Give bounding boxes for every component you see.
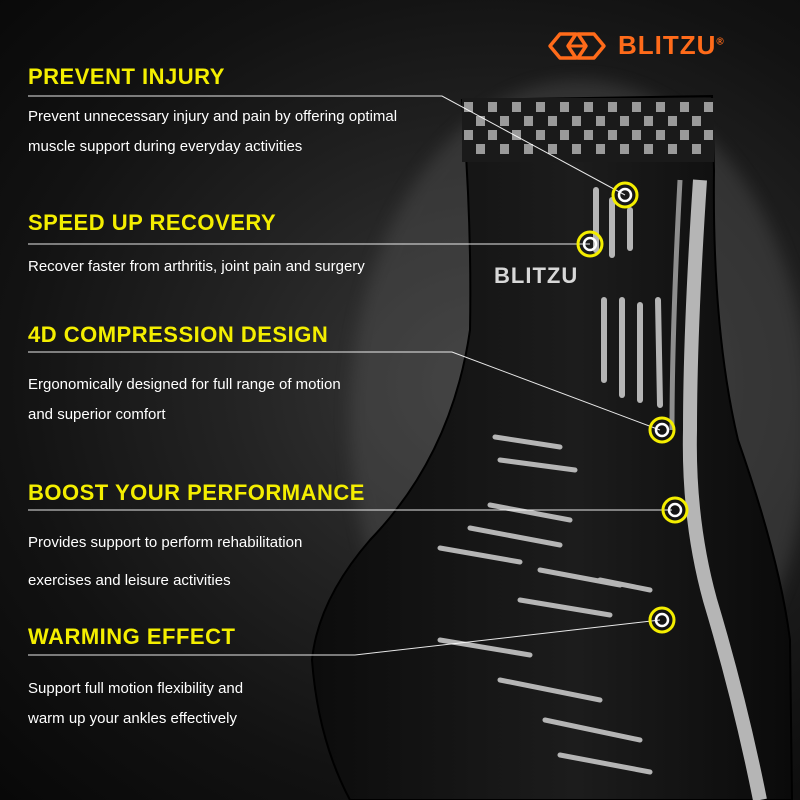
band-square <box>476 144 485 154</box>
band-square <box>584 102 593 112</box>
blitzu-logo-icon <box>548 31 606 60</box>
band-square <box>632 102 641 112</box>
band-square <box>704 102 713 112</box>
band-square <box>608 102 617 112</box>
feature-desc-4d-compression: Ergonomically designed for full range of… <box>28 370 341 430</box>
band-square <box>668 116 677 126</box>
band-square <box>620 144 629 154</box>
band-square <box>572 116 581 126</box>
feature-desc-line: Provides support to perform rehabilitati… <box>28 534 303 551</box>
feature-desc-line: exercises and leisure activities <box>28 572 231 589</box>
feature-desc-boost-performance: Provides support to perform rehabilitati… <box>28 528 302 596</box>
feature-desc-line: Support full motion flexibility and <box>28 680 244 697</box>
feature-desc-line: Recover faster from arthritis, joint pai… <box>28 258 365 275</box>
band-square <box>692 116 701 126</box>
feature-desc-prevent-injury: Prevent unnecessary injury and pain by o… <box>28 102 397 162</box>
band-square <box>500 144 509 154</box>
brand-name: BLITZU® <box>618 30 725 60</box>
band-square <box>512 102 521 112</box>
band-square <box>632 130 641 140</box>
callout-line-warming-effect <box>28 619 661 656</box>
band-square <box>560 102 569 112</box>
marker-speed-up-recovery <box>576 230 604 258</box>
feature-desc-line: Ergonomically designed for full range of… <box>28 376 341 393</box>
feature-title-prevent-injury: PREVENT INJURY <box>28 64 225 89</box>
band-square <box>644 144 653 154</box>
band-square <box>524 116 533 126</box>
feature-desc-line: warm up your ankles effectively <box>28 710 237 727</box>
band-square <box>512 130 521 140</box>
feature-desc-line: and superior comfort <box>28 406 166 423</box>
band-square <box>668 144 677 154</box>
band-square <box>536 102 545 112</box>
band-square <box>464 130 473 140</box>
band-square <box>536 130 545 140</box>
checkered-band <box>462 98 714 162</box>
band-square <box>644 116 653 126</box>
band-square <box>488 102 497 112</box>
band-square <box>488 130 497 140</box>
feature-desc-warming-effect: Support full motion flexibility and warm… <box>28 674 243 734</box>
band-square <box>500 116 509 126</box>
band-square <box>572 144 581 154</box>
band-square <box>596 144 605 154</box>
band-square <box>560 130 569 140</box>
band-square <box>608 130 617 140</box>
band-square <box>704 130 713 140</box>
sleeve-label: BLITZU <box>494 263 578 288</box>
band-square <box>464 102 473 112</box>
band-square <box>584 130 593 140</box>
callout-markers <box>576 181 689 634</box>
callout-line-4d-compression <box>28 351 661 431</box>
callout-line-prevent-injury <box>28 95 626 196</box>
feature-desc-line: muscle support during everyday activitie… <box>28 138 303 155</box>
band-square <box>476 116 485 126</box>
marker-boost-performance <box>661 496 689 524</box>
band-square <box>524 144 533 154</box>
band-square <box>620 116 629 126</box>
feature-desc-line: Prevent unnecessary injury and pain by o… <box>28 108 398 125</box>
band-square <box>656 130 665 140</box>
band-square <box>596 116 605 126</box>
band-square <box>548 144 557 154</box>
band-square <box>692 144 701 154</box>
brand-logo: BLITZU® <box>546 30 725 61</box>
band-square <box>680 102 689 112</box>
band-square <box>548 116 557 126</box>
band-square <box>680 130 689 140</box>
feature-title-4d-compression: 4D COMPRESSION DESIGN <box>28 322 329 347</box>
marker-prevent-injury <box>611 181 639 209</box>
band-square <box>656 102 665 112</box>
feature-desc-speed-up-recovery: Recover faster from arthritis, joint pai… <box>28 252 365 282</box>
marker-warming-effect <box>648 606 676 634</box>
marker-4d-compression <box>648 416 676 444</box>
main-stripe <box>682 179 767 800</box>
feature-title-speed-up-recovery: SPEED UP RECOVERY <box>28 210 277 235</box>
feature-title-boost-performance: BOOST YOUR PERFORMANCE <box>28 480 365 505</box>
feature-title-warming-effect: WARMING EFFECT <box>28 624 236 649</box>
